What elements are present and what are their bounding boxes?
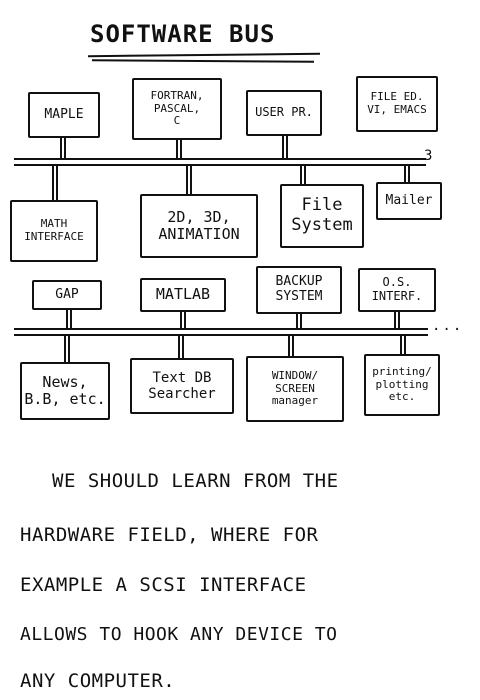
box-os-interface: O.S. INTERF. (358, 268, 436, 312)
connector (176, 140, 182, 158)
box-printing-plotting: printing/ plotting etc. (364, 354, 440, 416)
prose-line-5: ANY COMPUTER. (20, 670, 176, 692)
title-underline-second (91, 59, 315, 63)
box-gap: GAP (32, 280, 102, 310)
prose-line-2: HARDWARE FIELD, WHERE FOR (20, 524, 319, 546)
box-news-bb: News, B.B, etc. (20, 362, 110, 420)
connector (300, 166, 306, 184)
connector (288, 336, 294, 358)
connector (52, 166, 58, 200)
prose-line-1: WE SHOULD LEARN FROM THE (52, 470, 339, 492)
bus-end-mark: 3 (424, 148, 433, 164)
box-file-editor: FILE ED. VI, EMACS (356, 76, 438, 132)
box-animation: 2D, 3D, ANIMATION (140, 194, 258, 258)
bus-continuation-dots: ... (432, 318, 464, 334)
box-matlab: MATLAB (140, 278, 226, 312)
prose-line-4: ALLOWS TO HOOK ANY DEVICE TO (20, 624, 338, 645)
box-math-interface: MATH INTERFACE (10, 200, 98, 262)
connector (296, 314, 302, 328)
connector (64, 336, 70, 364)
box-window-screen-manager: WINDOW/ SCREEN manager (246, 356, 344, 422)
box-text-db-searcher: Text DB Searcher (130, 358, 234, 414)
connector (404, 166, 410, 184)
connector (66, 310, 72, 328)
connector (60, 138, 66, 158)
box-maple: MAPLE (28, 92, 100, 138)
box-backup-system: BACKUP SYSTEM (256, 266, 342, 314)
software-bus-line-upper (14, 158, 426, 166)
connector (400, 336, 406, 358)
box-mailer: Mailer (376, 182, 442, 220)
page-title: SOFTWARE BUS (90, 20, 276, 48)
connector (178, 336, 184, 360)
connector (394, 312, 400, 328)
connector (186, 166, 192, 194)
box-file-system: File System (280, 184, 364, 248)
connector (282, 136, 288, 158)
software-bus-line-lower (14, 328, 428, 336)
prose-line-3: EXAMPLE A SCSI INTERFACE (20, 574, 307, 596)
box-fortran-pascal-c: FORTRAN, PASCAL, C (132, 78, 222, 140)
title-underline (87, 52, 321, 58)
box-user-programs: USER PR. (246, 90, 322, 136)
connector (180, 312, 186, 328)
